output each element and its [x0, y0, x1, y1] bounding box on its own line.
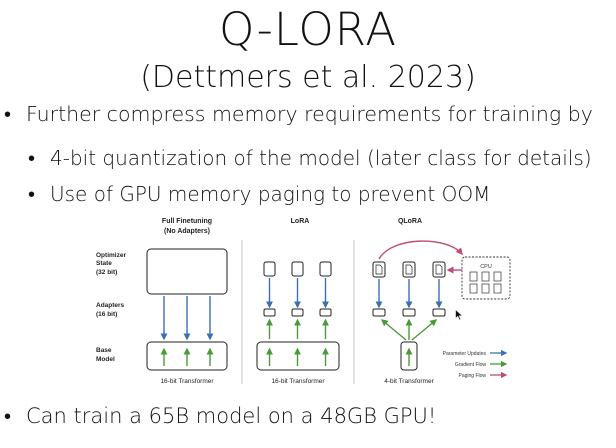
gradient-flow-arrow [380, 319, 407, 341]
legend-label: Paging Flow [458, 373, 486, 379]
adapter-block [291, 308, 304, 317]
cpu-label: CPU [480, 264, 492, 270]
bullet-dot: • [4, 102, 12, 126]
sub-bullet-item: • Use of GPU memory paging to prevent OO… [28, 182, 490, 207]
row-label: (32 bit) [96, 269, 117, 276]
row-label: Model [96, 356, 115, 363]
qlora-diagram: Full Finetuning (No Adapters) LoRA QLoRA… [92, 214, 522, 390]
slide-subtitle: (Dettmers et al. 2023) [140, 60, 476, 95]
adapter-block [372, 308, 386, 317]
column-footer: 16-bit Transformer [271, 378, 325, 385]
adapter-block [432, 308, 446, 317]
paged-optimizer-state [402, 261, 416, 278]
optimizer-state-block [291, 261, 304, 277]
row-label: Adapters [96, 302, 125, 309]
bullet-dot: • [4, 404, 12, 428]
adapter-block [319, 308, 332, 317]
adapter-block [402, 308, 416, 317]
bullet-text: Further compress memory requirements for… [26, 102, 593, 126]
legend-label: Parameter Updates [443, 351, 487, 357]
legend-label: Gradient Flow [455, 362, 487, 368]
optimizer-state-block [263, 261, 276, 277]
adapter-block [263, 308, 276, 317]
legend: Parameter Updates Gradient Flow Paging F… [443, 349, 508, 379]
column-title: QLoRA [398, 218, 422, 225]
bullet-dot: • [28, 182, 36, 206]
column-footer: 4-bit Transformer [384, 378, 434, 385]
paging-flow-arrow [378, 240, 463, 260]
bullet-text: Use of GPU memory paging to prevent OOM [50, 182, 491, 206]
cpu-page-icons [469, 271, 502, 294]
column-title: Full Finetuning [162, 218, 212, 225]
slide-title: Q-LORA [218, 3, 398, 56]
mouse-pointer-icon [455, 306, 464, 325]
column-subtitle: (No Adapters) [164, 228, 210, 235]
paged-optimizer-state [372, 261, 386, 278]
bullet-text: 4-bit quantization of the model (later c… [50, 146, 592, 170]
column-title: LoRA [291, 218, 310, 225]
sub-bullet-item: • 4-bit quantization of the model (later… [28, 146, 592, 171]
optimizer-state-block [319, 261, 332, 277]
gradient-flow-arrow [411, 319, 438, 341]
bullet-item: • Can train a 65B model on a 48GB GPU! [4, 404, 436, 429]
bullet-dot: • [28, 146, 36, 170]
row-label: Optimizer [96, 252, 126, 259]
row-label: (16 bit) [96, 311, 117, 318]
optimizer-state-block [146, 248, 228, 295]
paged-optimizer-state [432, 261, 446, 278]
row-label: Base [96, 347, 112, 354]
bullet-text: Can train a 65B model on a 48GB GPU! [26, 404, 437, 428]
column-footer: 16-bit Transformer [160, 378, 214, 385]
row-label: State [96, 260, 112, 267]
bullet-item: • Further compress memory requirements f… [4, 102, 593, 127]
